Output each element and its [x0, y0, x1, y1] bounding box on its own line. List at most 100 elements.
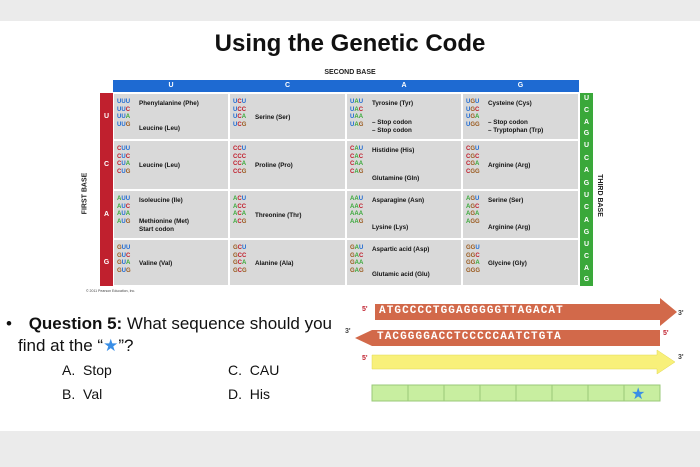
codon: UUG [117, 121, 131, 128]
codon: GAA [350, 260, 364, 266]
codon: CAC [350, 153, 364, 160]
codon: UCC [233, 106, 247, 113]
codon: GUU [117, 245, 131, 251]
third-base-letter: A [580, 262, 593, 275]
column-header-u: U [113, 80, 229, 92]
option-c[interactable]: C. CAU [228, 362, 280, 378]
third-base-letter: C [580, 202, 593, 215]
codon: AUU [117, 196, 131, 202]
third-base-letter: G [580, 177, 593, 190]
codon: UAG [350, 121, 364, 128]
question-body: What sequence should you find at the “ [18, 314, 333, 355]
codon: UAA [350, 114, 364, 120]
amino-acid-label: Valine (Val) [139, 259, 173, 267]
row-label-g: G [100, 239, 113, 286]
amino-acid-label: Glycine (Gly) [488, 259, 527, 267]
codon: CUU [117, 146, 131, 152]
codon: CGA [466, 161, 480, 167]
codon: ACC [233, 203, 247, 210]
codon: GAG [350, 267, 364, 274]
codon: CGC [466, 153, 480, 160]
star-icon: ★ [103, 336, 119, 355]
amino-acid-label: Cysteine (Cys) [488, 100, 532, 107]
amino-acid-label: – Stop codon [372, 127, 412, 134]
amino-acid-label: Serine (Ser) [255, 113, 291, 121]
yellow-three-prime: 3' [678, 354, 684, 361]
codon: AAG [350, 218, 364, 225]
codon: UUC [117, 106, 131, 113]
amino-acid-label: Leucine (Leu) [139, 162, 180, 169]
codon: CUA [117, 161, 131, 167]
codon: UAU [350, 99, 364, 105]
question-label: Question 5: [28, 314, 123, 333]
amino-acid-label: – Stop codon [372, 119, 412, 126]
copyright: © 2011 Pearson Education, Inc. [86, 289, 136, 293]
codon: UUU [117, 99, 131, 105]
amino-acid-label: Threonine (Thr) [255, 211, 302, 219]
third-base-letter: G [580, 128, 593, 140]
yellow-arrow [371, 349, 676, 375]
option-a[interactable]: A. Stop [62, 362, 112, 378]
codon: UAC [350, 106, 364, 113]
codon: UGC [466, 106, 480, 113]
codon: CGG [466, 168, 480, 175]
codon: GCG [233, 267, 247, 274]
codon: CCU [233, 146, 247, 152]
codon: CAG [350, 168, 364, 175]
row-label-u: U [100, 93, 113, 140]
codon: GUA [117, 260, 131, 266]
amino-acid-label: Asparagine (Asn) [372, 197, 425, 204]
codon: CCC [233, 153, 247, 160]
codon: CCA [233, 161, 247, 167]
codon: AUA [117, 211, 131, 217]
codon: CAU [350, 146, 364, 152]
third-base-letter: C [580, 104, 593, 117]
option-b[interactable]: B. Val [62, 386, 103, 402]
amino-acid-label: Methionine (Met) [139, 218, 190, 225]
codon: GGU [466, 245, 480, 251]
codon: CUG [117, 168, 131, 175]
third-base-letter: C [580, 250, 593, 263]
option-d[interactable]: D. His [228, 386, 271, 402]
codon: GGG [466, 267, 481, 274]
green-box-dividers [407, 385, 625, 401]
codon: CGU [466, 146, 480, 152]
third-base-letter: U [580, 190, 593, 203]
amino-acid-label: Glutamic acid (Glu) [372, 271, 430, 278]
codon: CCG [233, 168, 247, 175]
top-three-prime: 3' [678, 310, 684, 317]
codon: AGG [466, 218, 480, 225]
slide-title: Using the Genetic Code [214, 30, 486, 57]
second-base-label: SECOND BASE [324, 69, 376, 76]
bottom-strand-arrow [355, 330, 660, 346]
codon: CUC [117, 153, 131, 160]
codon: ACU [233, 196, 247, 202]
codon: UCA [233, 114, 247, 120]
codon: UGA [466, 114, 480, 120]
codon: AUG [117, 218, 131, 225]
codon: GUC [117, 252, 131, 259]
column-header-g: G [462, 80, 579, 92]
codon: UUA [117, 114, 131, 120]
